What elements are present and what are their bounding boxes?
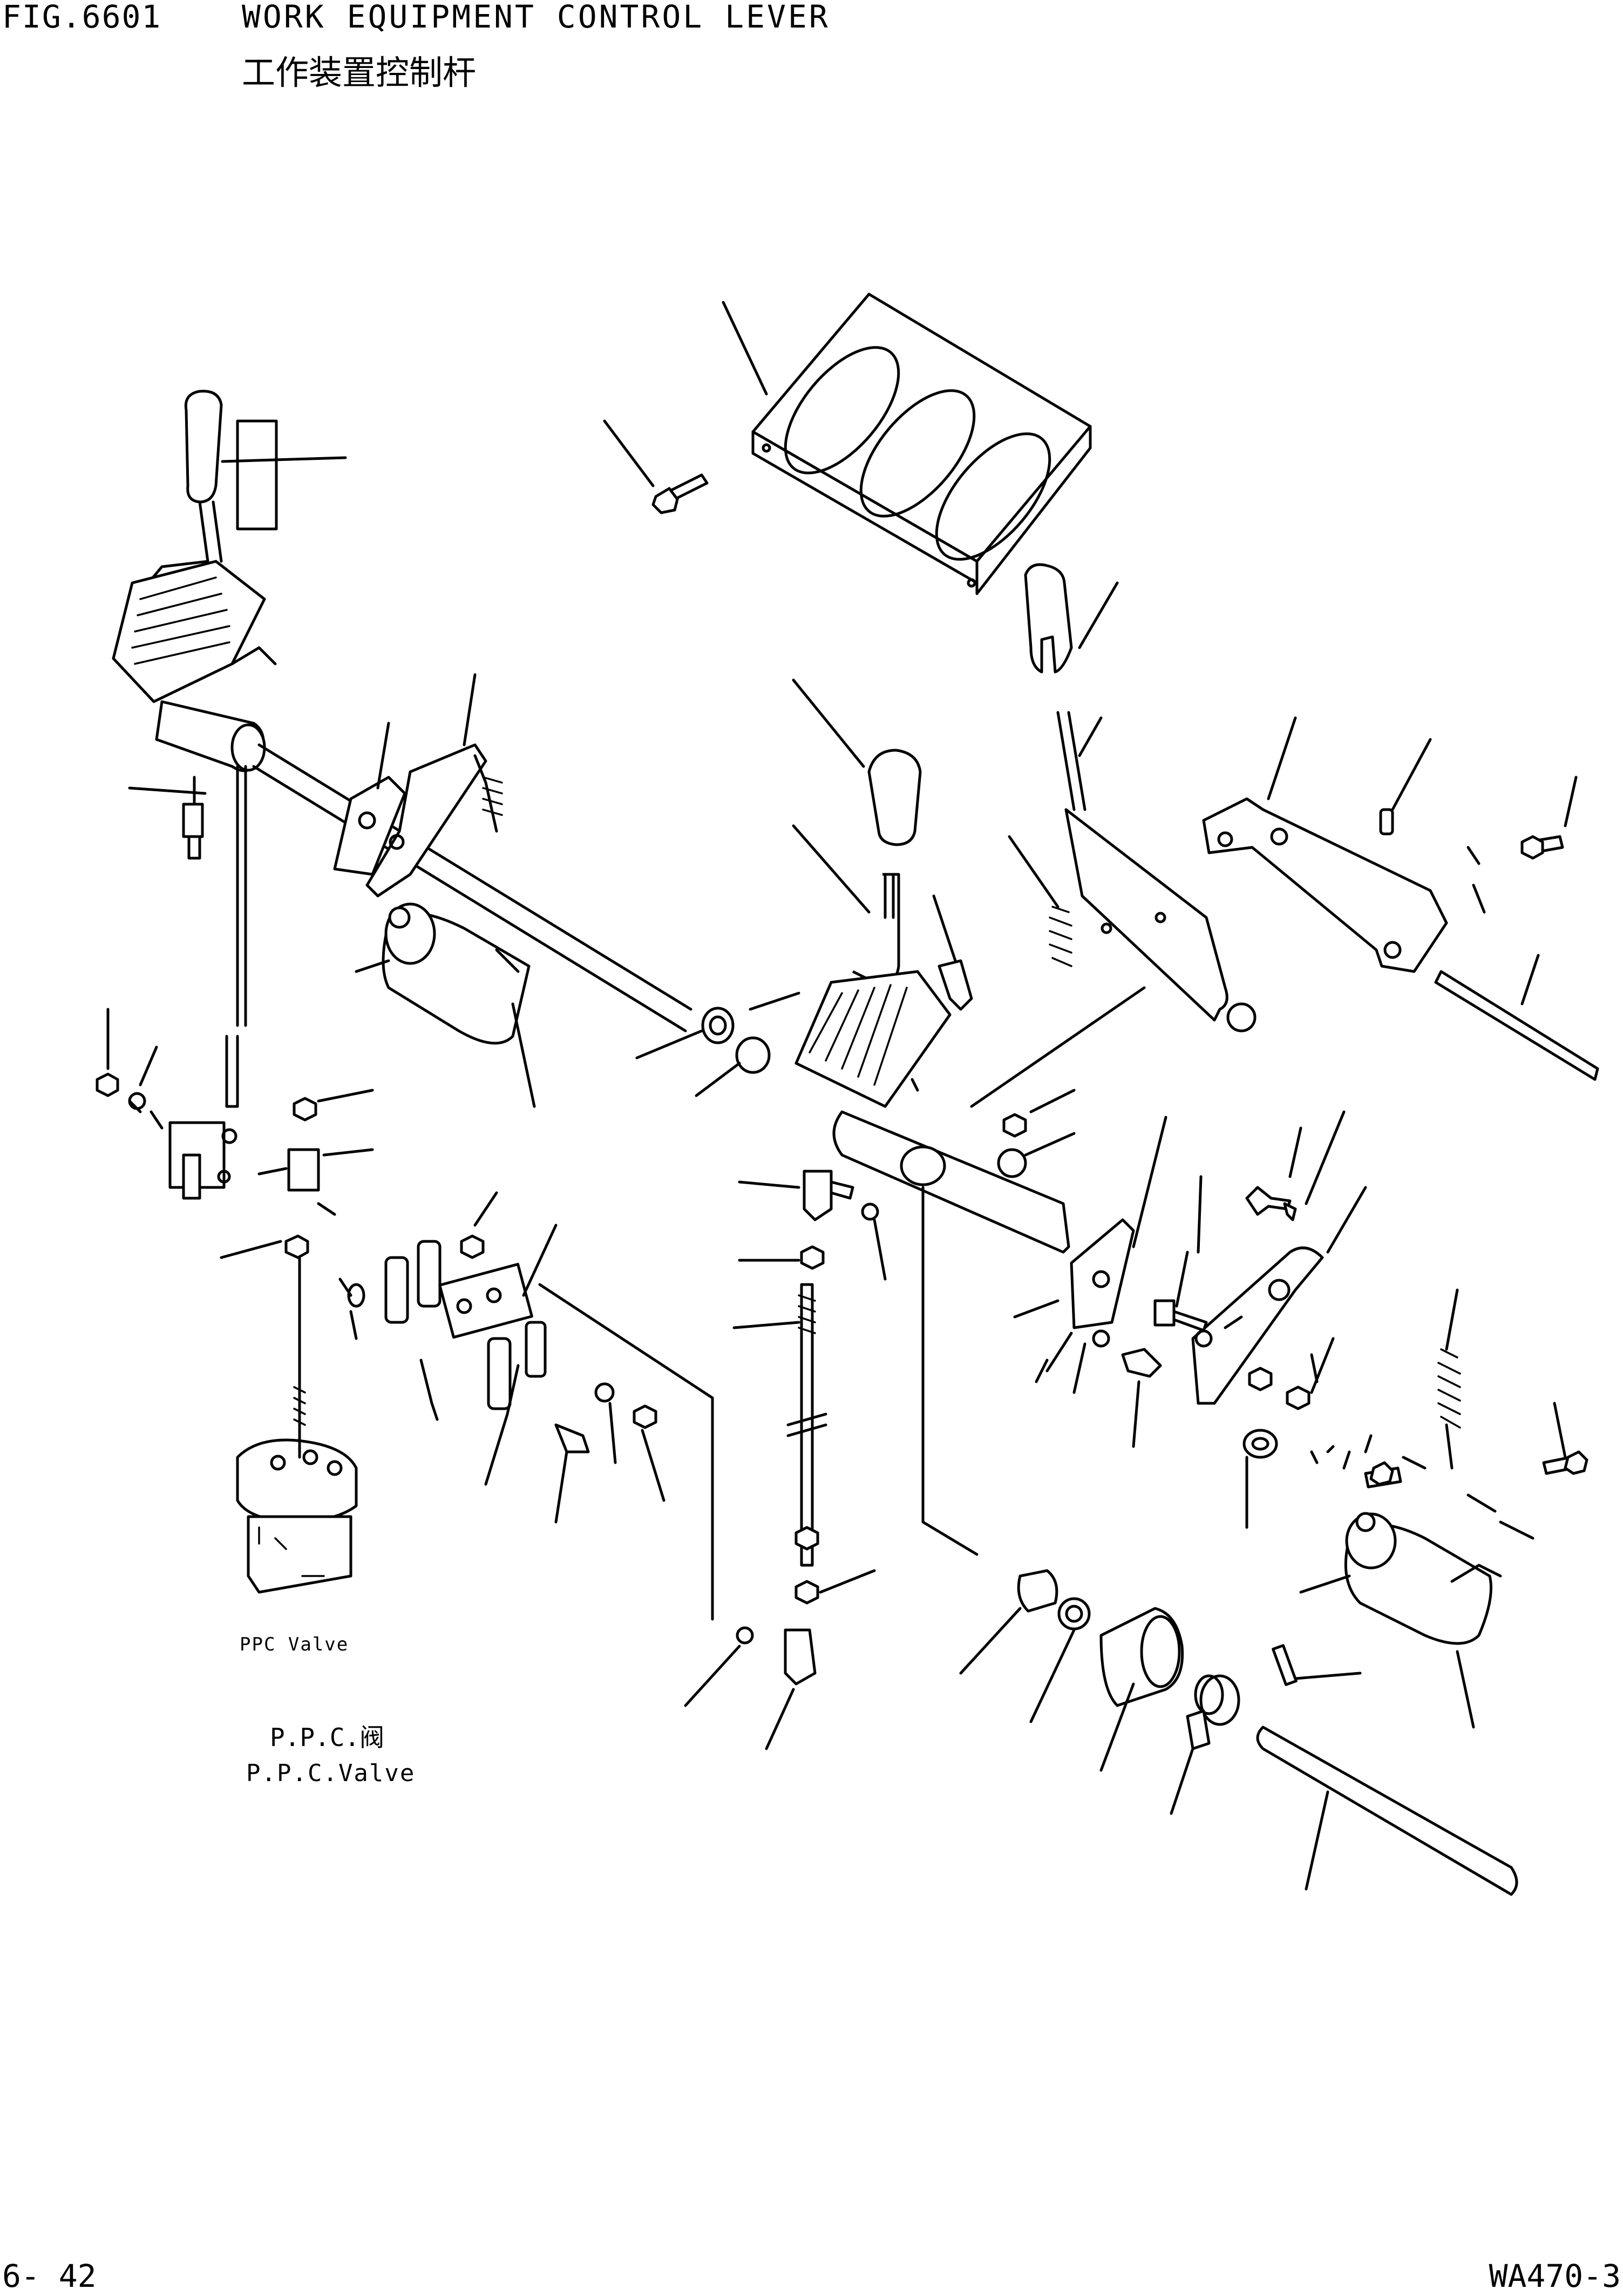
right-top-bracket [1202, 716, 1578, 973]
cover-bolt [603, 419, 709, 514]
center-bushings [635, 1007, 1076, 1178]
lower-bushing-parts [959, 1569, 1362, 1815]
machine-model: WA470-3 [1489, 2258, 1621, 2294]
ppc-valve [236, 1380, 358, 1594]
left-lever-pivot-assembly [128, 1035, 239, 1200]
left-link-plates [338, 1191, 714, 1621]
center-lever-rod [792, 824, 900, 985]
ppc-valve-label-chinese: P.P.C.阀 [270, 1723, 385, 1752]
center-knob-round [792, 678, 922, 846]
center-knob-tall [1024, 563, 1119, 674]
ppc-valve-label-english: P.P.C.Valve [246, 1760, 416, 1787]
right-plates-and-links [1013, 1110, 1367, 1448]
figure-title-english: WORK EQUIPMENT CONTROL LEVER [242, 0, 830, 35]
figure-number: FIG.6601 [2, 0, 162, 35]
right-small-parts-lower [1242, 1288, 1588, 1540]
right-lever-bracket [1056, 711, 1257, 1032]
left-cable-connector [128, 776, 207, 860]
center-grease-fitting [932, 894, 973, 1011]
page-number: 6- 42 [2, 2258, 97, 2294]
left-control-lever [147, 390, 347, 585]
cover-plate [722, 293, 1092, 595]
left-link-lever [365, 673, 503, 898]
center-lever-boot [749, 970, 952, 1108]
center-rod-and-fittings [684, 1170, 887, 1750]
right-damper-cylinder [1299, 1512, 1502, 1729]
left-bracket-plate [333, 722, 406, 876]
figure-title-chinese: 工作装置控制杆 [242, 53, 477, 92]
left-small-fasteners [96, 1008, 374, 1383]
bottom-long-pin [1256, 1726, 1518, 1896]
ppc-valve-callout-small: PPC Valve [240, 1634, 349, 1655]
right-long-pin-top [1434, 954, 1599, 1081]
left-lever-shaft-tube [155, 700, 692, 1032]
left-lever-boot [112, 560, 277, 703]
right-spring [1008, 835, 1072, 967]
left-damper-cylinder [355, 902, 536, 1108]
center-lever-shaft-tube [832, 986, 1146, 1556]
